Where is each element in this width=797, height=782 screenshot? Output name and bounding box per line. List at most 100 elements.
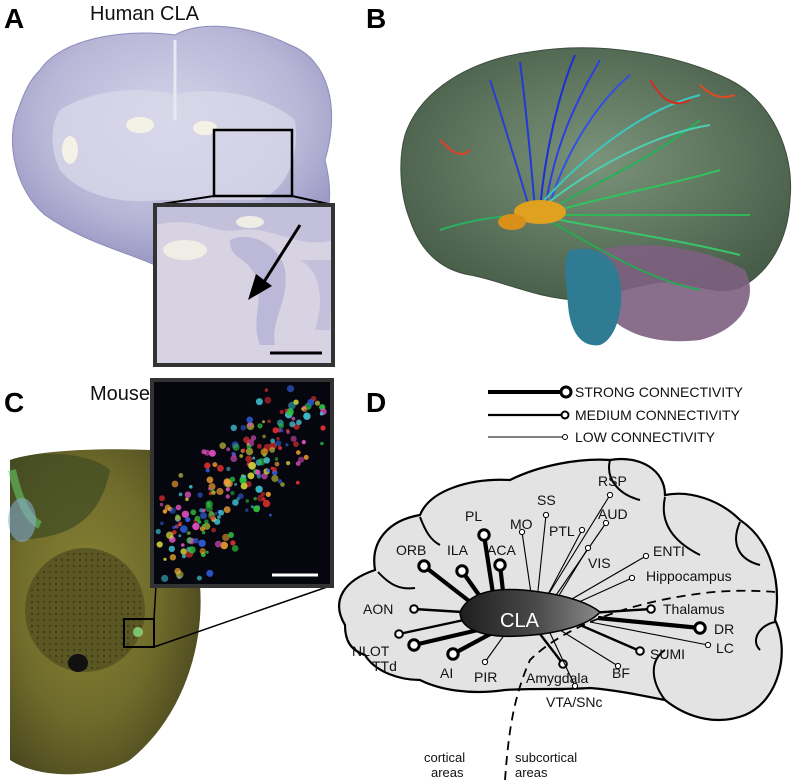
arrow-head-icon (248, 274, 272, 300)
region-label-ss: SS (537, 492, 556, 508)
connection-node-ttd (407, 638, 421, 652)
claustrum-3d (514, 200, 566, 224)
labeled-cell (261, 473, 268, 480)
labeled-cell (247, 422, 253, 427)
labeled-cell (303, 412, 311, 420)
connection-line-enti (564, 555, 647, 604)
labeled-cell (174, 524, 179, 529)
labeled-cell (274, 457, 279, 461)
labeled-cell (168, 545, 175, 553)
labeled-cell (239, 454, 244, 458)
labeled-cell (320, 441, 324, 446)
labeled-cell (163, 557, 167, 561)
connection-node-bf (614, 662, 622, 670)
labeled-cell (189, 485, 193, 489)
region-label-ptl: PTL (549, 523, 575, 539)
labeled-cell (257, 423, 263, 429)
panel-c: C Mouse CLA (4, 378, 334, 775)
labeled-cell (253, 505, 260, 513)
connection-line-dr (597, 615, 701, 631)
region-label-dr: DR (714, 621, 734, 637)
labeled-cell (314, 400, 321, 406)
region-label-rsp: RSP (598, 473, 627, 489)
labeled-cell (159, 495, 165, 502)
labeled-cell (185, 516, 191, 523)
labeled-cell (230, 490, 235, 496)
region-label-nlot: NLOT (352, 643, 390, 659)
cortical-label-1: cortical (424, 750, 465, 765)
region-label-sumi: SUMI (650, 646, 685, 662)
connection-line-nlot (398, 618, 465, 636)
connection-line-sumi (579, 623, 641, 653)
labeled-cell (245, 508, 249, 512)
labeled-cell (234, 482, 238, 486)
labeled-cell (280, 428, 284, 433)
labeled-cell (232, 443, 240, 451)
labeled-cell (284, 408, 289, 413)
labeled-cell (295, 480, 300, 485)
labeled-cell (202, 524, 206, 527)
labeled-cell (301, 440, 306, 445)
labeled-cell (250, 505, 254, 509)
labeled-cell (245, 499, 250, 503)
anterior-commissure (68, 654, 88, 672)
labeled-cell (214, 540, 222, 548)
labeled-cell (205, 500, 213, 508)
labeled-cell (288, 401, 296, 410)
labeled-cell (231, 451, 236, 456)
labeled-cell (172, 530, 177, 535)
connection-node-mo (518, 528, 526, 536)
region-label-pir: PIR (474, 669, 497, 685)
connection-node-vta-snc (571, 682, 579, 690)
region-label-vta-snc: VTA/SNc (546, 694, 603, 710)
labeled-cell (248, 461, 256, 470)
connection-node-ila (455, 564, 469, 578)
connection-line-ss (536, 514, 547, 601)
labeled-cell (201, 530, 206, 535)
labeled-cell (257, 494, 265, 502)
labeled-cell (196, 575, 202, 581)
labeled-cell (199, 548, 206, 555)
labeled-cell (228, 532, 234, 538)
labeled-cell (178, 492, 183, 497)
labeled-cell (271, 474, 279, 483)
connection-node-hippocampus (628, 574, 636, 582)
labeled-cell (164, 504, 171, 511)
connection-line-ai (452, 630, 495, 656)
labeled-cell (290, 435, 297, 442)
labeled-cell (181, 554, 187, 559)
labeled-cell (193, 538, 199, 544)
connection-node-ptl (578, 526, 586, 534)
labeled-cell (231, 545, 239, 552)
labeled-cell (218, 509, 225, 516)
human-inset (153, 203, 335, 367)
labeled-cell (266, 468, 271, 473)
labeled-cell (303, 454, 309, 460)
labeled-cell (260, 491, 266, 496)
labeled-cell (217, 464, 224, 472)
region-label-vis: VIS (588, 555, 611, 571)
labeled-cell (286, 461, 291, 466)
legend-low: LOW CONNECTIVITY (575, 429, 716, 445)
connection-node-lc (704, 641, 712, 649)
region-label-ai: AI (440, 665, 453, 681)
region-label-aon: AON (363, 601, 393, 617)
labeled-cell (184, 491, 192, 498)
labeled-cell (190, 509, 197, 516)
labeled-cell (240, 424, 247, 431)
connection-line-aon (413, 607, 463, 614)
labeled-cell (198, 539, 206, 547)
labeled-cell (270, 438, 276, 444)
labeled-cell (226, 447, 231, 452)
labeled-cell (245, 455, 253, 463)
connection-node-aon (409, 604, 419, 614)
labeled-cell (319, 411, 324, 416)
labeled-cell (204, 462, 211, 469)
region-label-enti: ENTI (653, 543, 685, 559)
labeled-cell (274, 461, 280, 467)
labeled-cell (230, 424, 237, 431)
connection-node-aca (493, 558, 507, 572)
region-label-ttd: TTd (372, 658, 397, 674)
labeled-cell (166, 531, 174, 539)
labeled-cell (291, 416, 296, 421)
